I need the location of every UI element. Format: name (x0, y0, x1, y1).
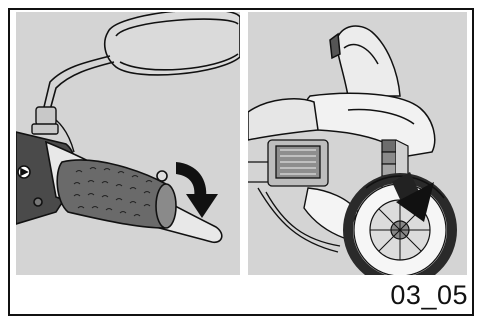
throttle-illustration-panel (16, 12, 240, 275)
throttle-grip (57, 160, 176, 228)
motorcycle-illustration-panel (248, 12, 467, 275)
mirror (44, 12, 240, 110)
throttle-grip-illustration (16, 12, 240, 275)
figure-caption: 03_05 (390, 280, 468, 311)
motorcycle-illustration (248, 12, 467, 275)
windscreen (330, 26, 400, 96)
fuel-tank (248, 99, 318, 140)
